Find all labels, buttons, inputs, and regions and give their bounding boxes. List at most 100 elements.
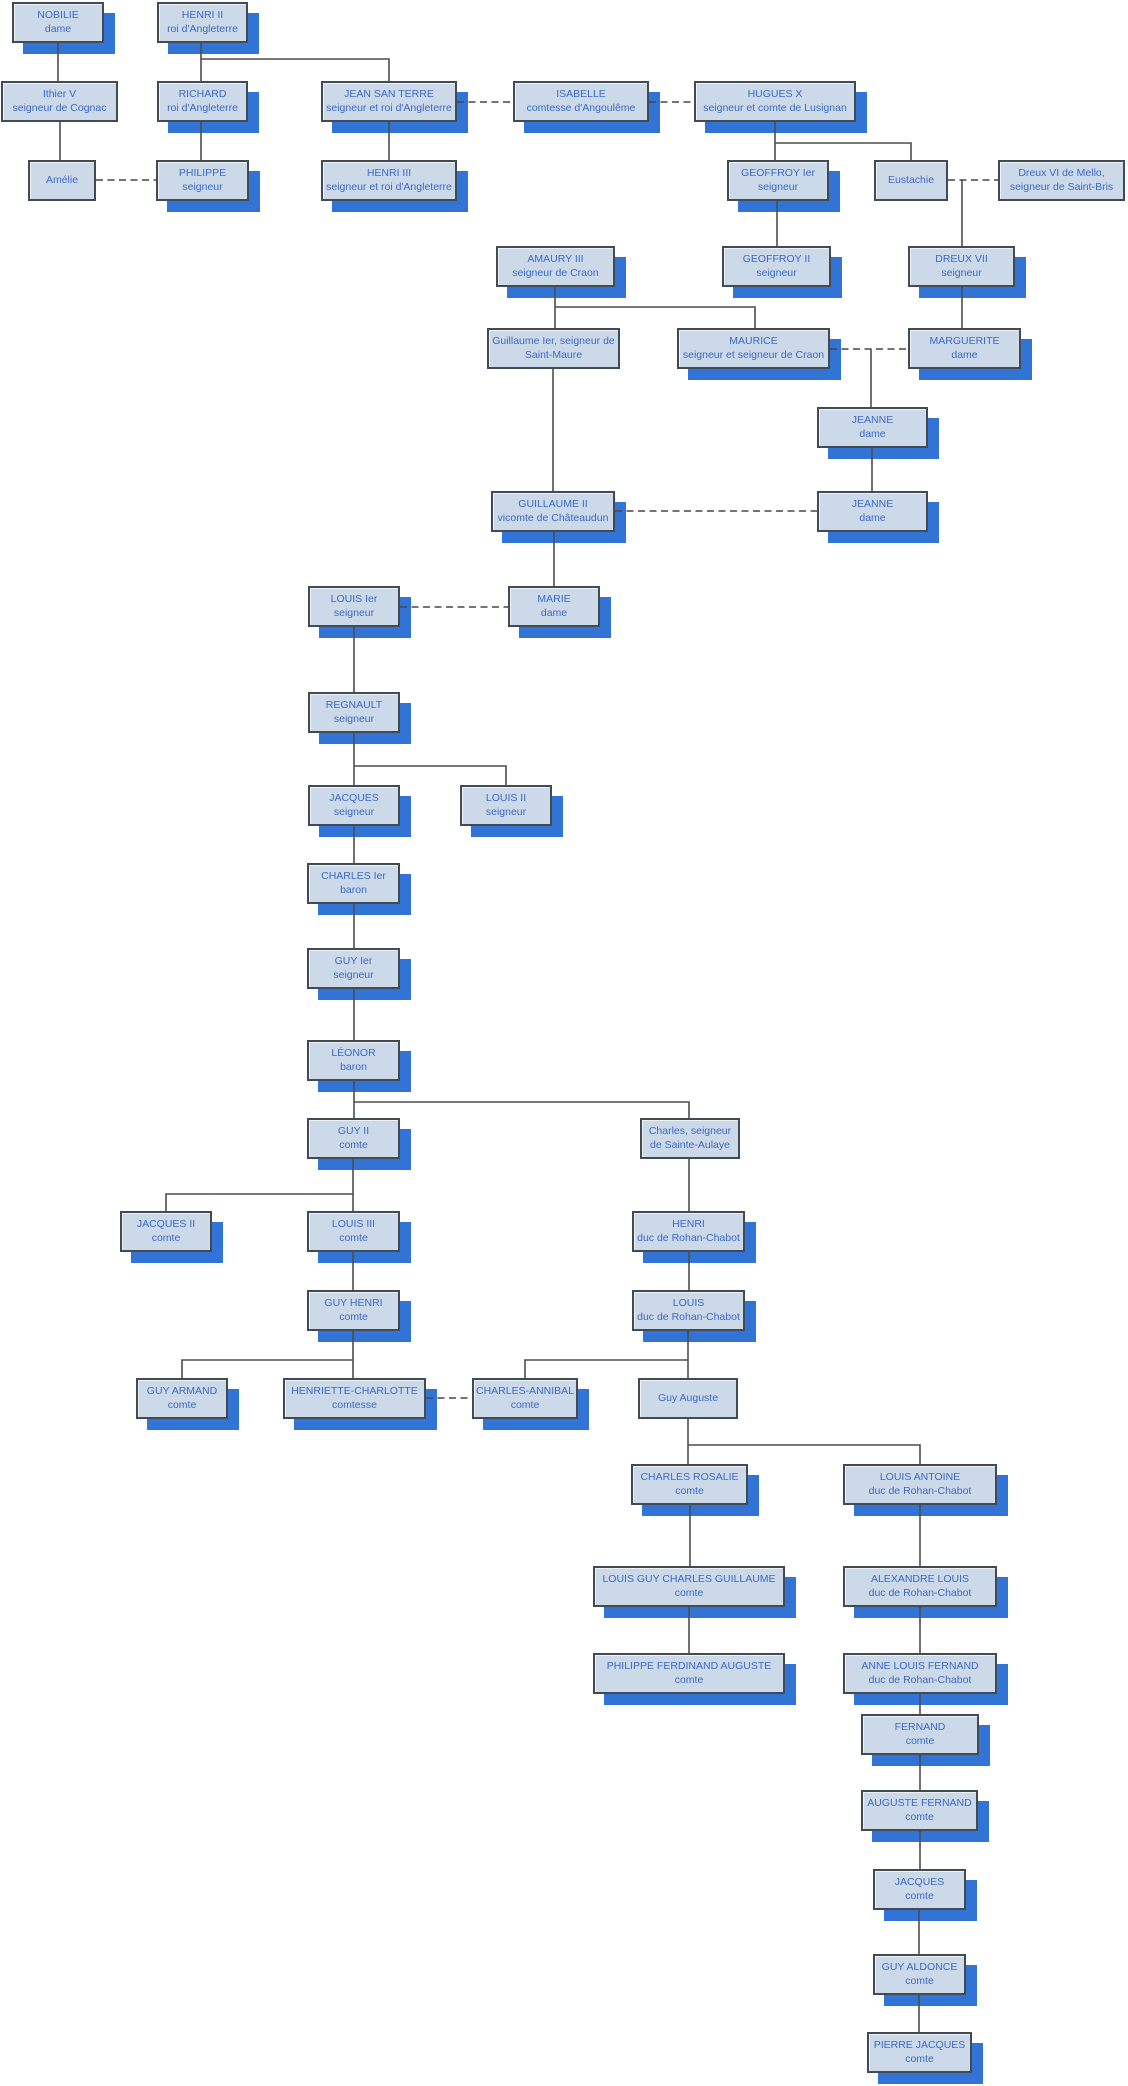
person-title: comte — [167, 1398, 197, 1411]
person-title: duc de Rohan-Chabot — [868, 1673, 972, 1686]
person-name: LOUIS Ier — [330, 593, 378, 606]
person-name: Eustachie — [887, 173, 935, 186]
person-title: duc de Rohan-Chabot — [637, 1231, 740, 1244]
person-name: Ithier V — [42, 88, 77, 101]
person-title: comte — [339, 1231, 368, 1244]
person-title: dame — [859, 427, 886, 440]
person-name: LOUIS GUY CHARLES GUILLAUME — [602, 1573, 776, 1586]
person-title: dame — [540, 606, 568, 619]
person-title: seigneur et roi d'Angleterre — [326, 180, 452, 193]
person-title: seigneur — [756, 266, 797, 279]
person-title: seigneur de Craon — [512, 266, 599, 279]
person-name: DREUX VII — [935, 253, 988, 266]
person-name: ANNE LOUIS FERNAND — [861, 1660, 979, 1673]
person-name: HENRIETTE-CHARLOTTE — [291, 1385, 418, 1398]
person-name: ALEXANDRE LOUIS — [870, 1573, 970, 1586]
person-name: GEOFFROY II — [742, 253, 811, 266]
person-name: JACQUES — [894, 1876, 945, 1889]
person-title: baron — [340, 883, 367, 896]
person-title: seigneur de Cognac — [12, 101, 107, 114]
person-title: roi d'Angleterre — [167, 101, 238, 114]
person-name: Amélie — [45, 173, 79, 186]
person-node-dreux-vi[interactable]: Dreux VI de Mello,seigneur de Saint-Bris — [998, 160, 1125, 201]
person-title: comte — [674, 1586, 704, 1599]
person-name: JACQUES II — [136, 1218, 196, 1231]
person-name: HUGUES X — [747, 88, 803, 101]
descent-line — [775, 142, 912, 160]
person-node-guy-auguste[interactable]: Guy Auguste — [638, 1378, 738, 1419]
person-title: duc de Rohan-Chabot — [637, 1310, 740, 1323]
person-name: MARGUERITE — [929, 335, 1000, 348]
person-title: comte — [339, 1138, 368, 1151]
person-title: comtesse d'Angoulême — [526, 101, 636, 114]
person-name: CHARLES Ier — [321, 870, 386, 883]
person-title: seigneur — [333, 712, 375, 725]
person-title: duc de Rohan-Chabot — [868, 1586, 972, 1599]
person-name: GUY ALDONCE — [881, 1961, 958, 1974]
person-name: JEANNE — [851, 498, 894, 511]
person-title: seigneur et roi d'Angleterre — [326, 101, 452, 114]
person-node-amelie[interactable]: Amélie — [28, 160, 96, 201]
person-name: HENRI — [672, 1218, 705, 1231]
person-title: comte — [905, 1889, 934, 1902]
person-node-eustachie[interactable]: Eustachie — [874, 160, 948, 201]
descent-line — [165, 1193, 353, 1211]
person-title: seigneur de Saint-Bris — [1009, 180, 1114, 193]
person-name: GUY II — [337, 1125, 370, 1138]
person-name: LOUIS III — [331, 1218, 376, 1231]
person-name: RICHARD — [178, 88, 227, 101]
person-name: PIERRE JACQUES — [873, 2039, 966, 2052]
person-title: comte — [905, 1734, 935, 1747]
person-name: MARIE — [537, 593, 571, 606]
person-name: LOUIS II — [485, 792, 527, 805]
